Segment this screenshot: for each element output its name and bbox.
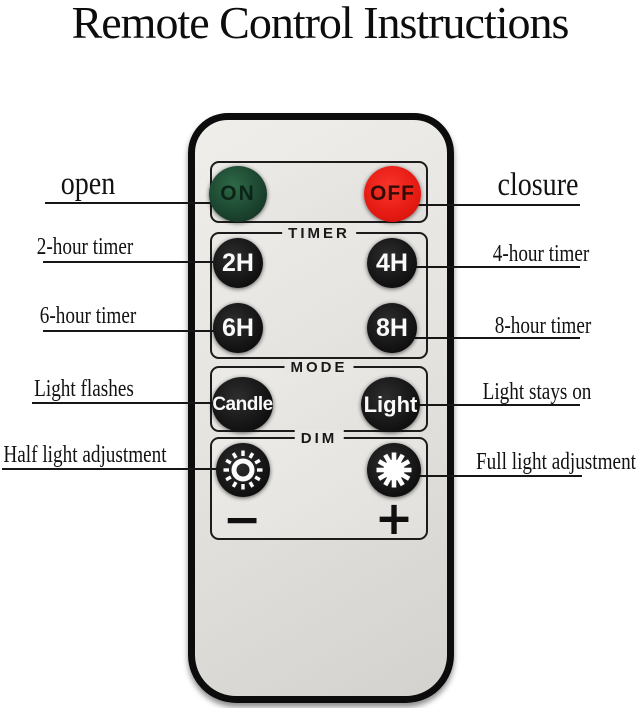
dim-sun-outline-icon xyxy=(223,450,263,490)
callout-label-full-light: Full light adjustment xyxy=(475,449,637,475)
timer-section-heading: TIMER xyxy=(282,225,356,242)
bright-sun-filled-icon xyxy=(376,452,412,488)
callout-label-6h-timer: 6-hour timer xyxy=(39,303,137,329)
callout-label-4h-timer: 4-hour timer xyxy=(492,241,590,267)
mode-section-heading: MODE xyxy=(284,359,354,376)
callout-label-light-flashes: Light flashes xyxy=(34,376,134,402)
candle-mode-button: Candle xyxy=(212,377,273,432)
callout-label-closure: closure xyxy=(497,167,579,203)
dim-down-button xyxy=(216,443,270,497)
callout-label-light-stays-on: Light stays on xyxy=(482,379,592,405)
callout-line-light-flashes xyxy=(32,402,243,404)
timer-2h-button: 2H xyxy=(213,238,263,288)
callout-line-8h-timer xyxy=(392,337,580,339)
plus-icon: + xyxy=(374,491,414,546)
callout-line-closure xyxy=(392,204,580,206)
light-mode-button: Light xyxy=(361,377,420,432)
timer-4h-button: 4H xyxy=(367,238,417,288)
callout-line-6h-timer xyxy=(43,330,240,332)
callout-label-half-light: Half light adjustment xyxy=(3,442,167,468)
callout-line-light-stays-on xyxy=(392,404,580,406)
callout-label-2h-timer: 2-hour timer xyxy=(36,234,134,260)
callout-line-4h-timer xyxy=(392,266,580,268)
timer-8h-button: 8H xyxy=(367,303,417,353)
minus-icon: − xyxy=(222,492,262,547)
callout-label-8h-timer: 8-hour timer xyxy=(494,313,592,339)
callout-label-open: open xyxy=(60,166,116,202)
on-button: ON xyxy=(209,166,267,222)
callout-line-2h-timer xyxy=(43,261,240,263)
page-title: Remote Control Instructions xyxy=(71,0,570,48)
dim-up-button xyxy=(367,443,421,497)
callout-line-full-light xyxy=(392,475,582,477)
off-button: OFF xyxy=(364,166,421,222)
dim-section-heading: DIM xyxy=(294,430,344,447)
callout-line-half-light xyxy=(2,468,243,470)
timer-6h-button: 6H xyxy=(213,303,263,353)
callout-line-open xyxy=(45,202,240,204)
